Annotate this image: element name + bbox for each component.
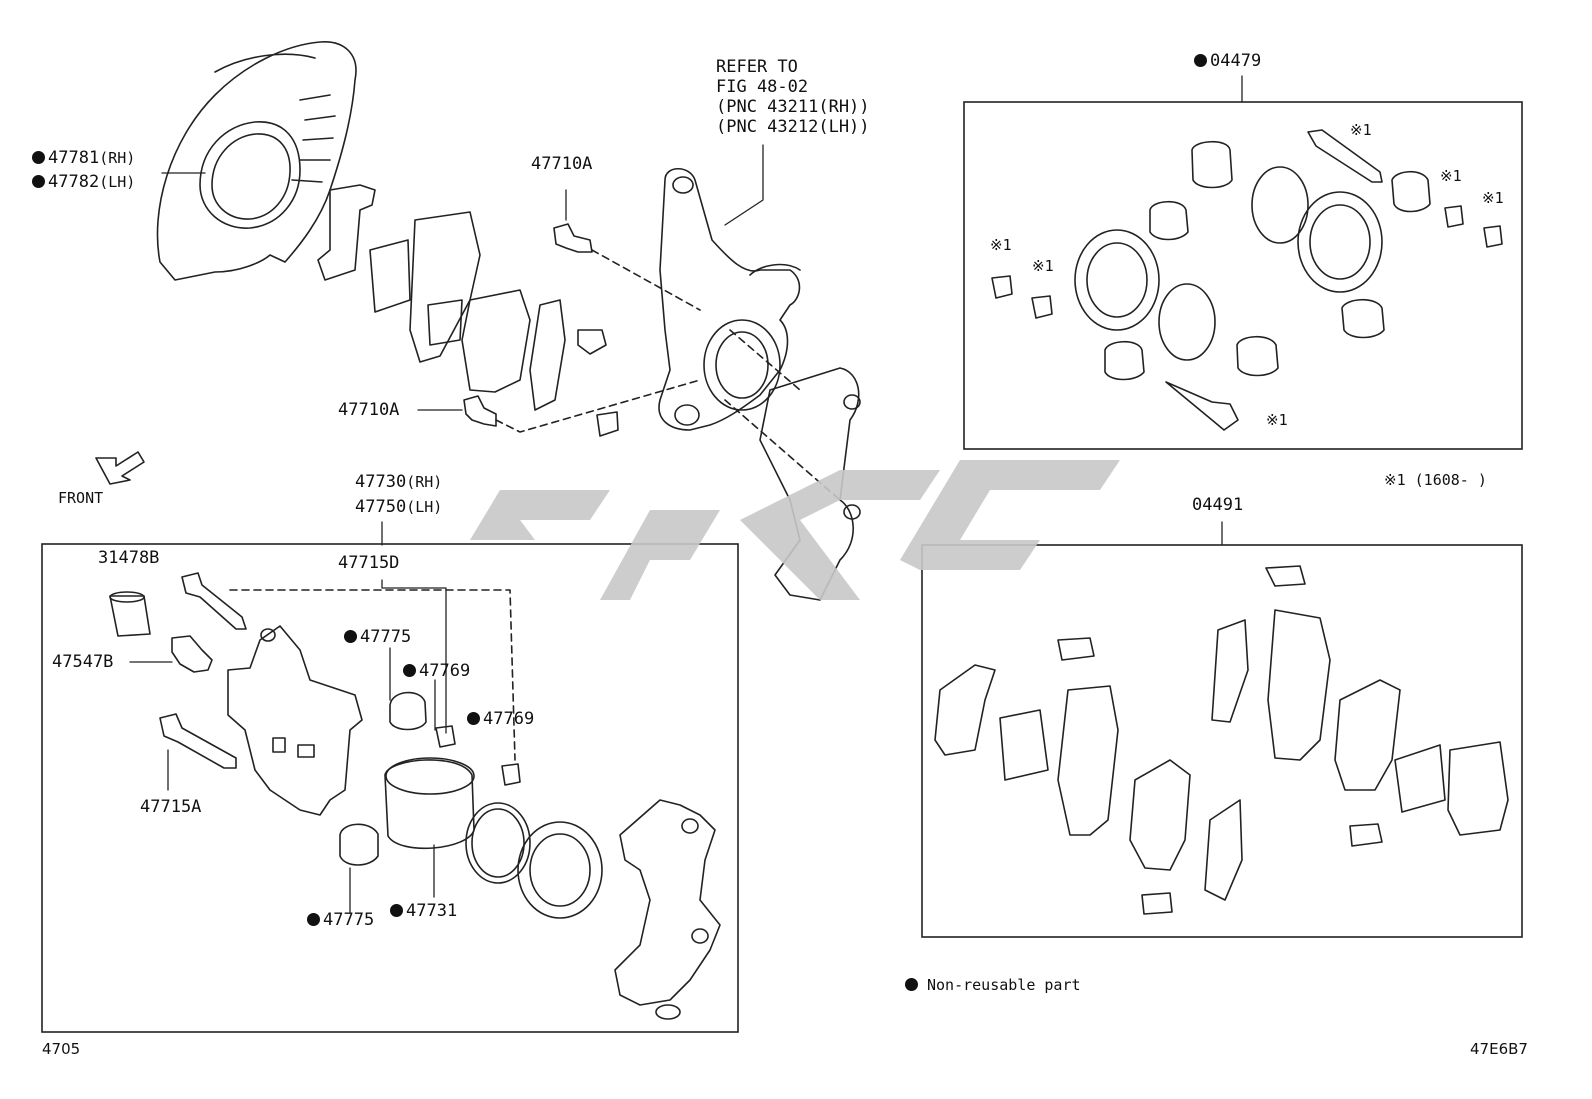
kit-04479-parts-drawing [991,129,1503,431]
dust-cover-drawing [156,41,357,281]
mark-1-d: ※1 [990,236,1012,254]
caliper-small-parts-drawing [339,691,603,919]
mark-1-c: ※1 [1482,189,1504,207]
kit-04491-label[interactable]: 04491 [1192,495,1244,515]
refer-line-3: (PNC 43211(RH)) [716,97,870,117]
refer-line-2: FIG 48-02 [716,77,809,97]
upper-shims-drawing [317,184,619,437]
illustration-code: 47E6B7 [1470,1040,1528,1058]
kit-04491-parts-drawing [934,565,1509,915]
mark-1-e: ※1 [1032,257,1054,275]
non-reusable-dot-icon [32,175,45,188]
legend-text: Non-reusable part [927,976,1081,994]
mark-1-f: ※1 [1266,411,1288,429]
refer-to-note: REFER TO FIG 48-02 (PNC 43211(RH)) (PNC … [716,57,870,137]
kit-04491-box [921,544,1523,938]
non-reusable-dot-icon [32,151,45,164]
part-47547B[interactable]: 47547B [52,652,114,672]
serial-range-note: ※1 (1608- ) [1384,471,1487,489]
figure-number: 4705 [42,1040,81,1058]
bolts-drawing [109,223,593,769]
caliper-mount-upper-drawing [759,367,861,601]
part-47710A-top[interactable]: 47710A [531,154,593,174]
front-label: FRONT [58,489,104,507]
part-47750[interactable]: 47750(LH) [355,497,443,517]
caliper-body-drawing [227,625,363,816]
non-reusable-dot-icon [390,904,403,917]
part-47781[interactable]: 47781(RH) [32,148,135,168]
mark-1-b: ※1 [1440,167,1462,185]
caliper-assembly-box [41,543,739,1033]
non-reusable-dot-icon [344,630,357,643]
caliper-mount-lower-drawing [614,799,721,1020]
part-47715A[interactable]: 47715A [140,797,202,817]
part-47769-top[interactable]: 47769 [403,661,470,681]
front-arrow-drawing [95,451,145,485]
non-reusable-dot-icon [905,978,918,991]
refer-line-1: REFER TO [716,57,798,77]
refer-line-4: (PNC 43212(LH)) [716,117,870,137]
watermark [470,460,1120,600]
non-reusable-dot-icon [1194,54,1207,67]
part-47710A-mid[interactable]: 47710A [338,400,400,420]
leader-lines [129,75,1243,913]
non-reusable-dot-icon [403,664,416,677]
legend: Non-reusable part [905,975,1081,995]
part-47769-right[interactable]: 47769 [467,709,534,729]
mark-1-a: ※1 [1350,121,1372,139]
part-47731[interactable]: 47731 [390,901,457,921]
kit-04479-box [963,101,1523,450]
part-47775-top[interactable]: 47775 [344,627,411,647]
part-47782[interactable]: 47782(LH) [32,172,135,192]
kit-04479-label[interactable]: 04479 [1194,51,1261,71]
part-47730[interactable]: 47730(RH) [355,472,443,492]
part-47715D[interactable]: 47715D [338,553,400,573]
non-reusable-dot-icon [307,913,320,926]
part-47775-bottom[interactable]: 47775 [307,910,374,930]
non-reusable-dot-icon [467,712,480,725]
part-31478B[interactable]: 31478B [98,548,160,568]
steering-knuckle-drawing [658,167,801,431]
